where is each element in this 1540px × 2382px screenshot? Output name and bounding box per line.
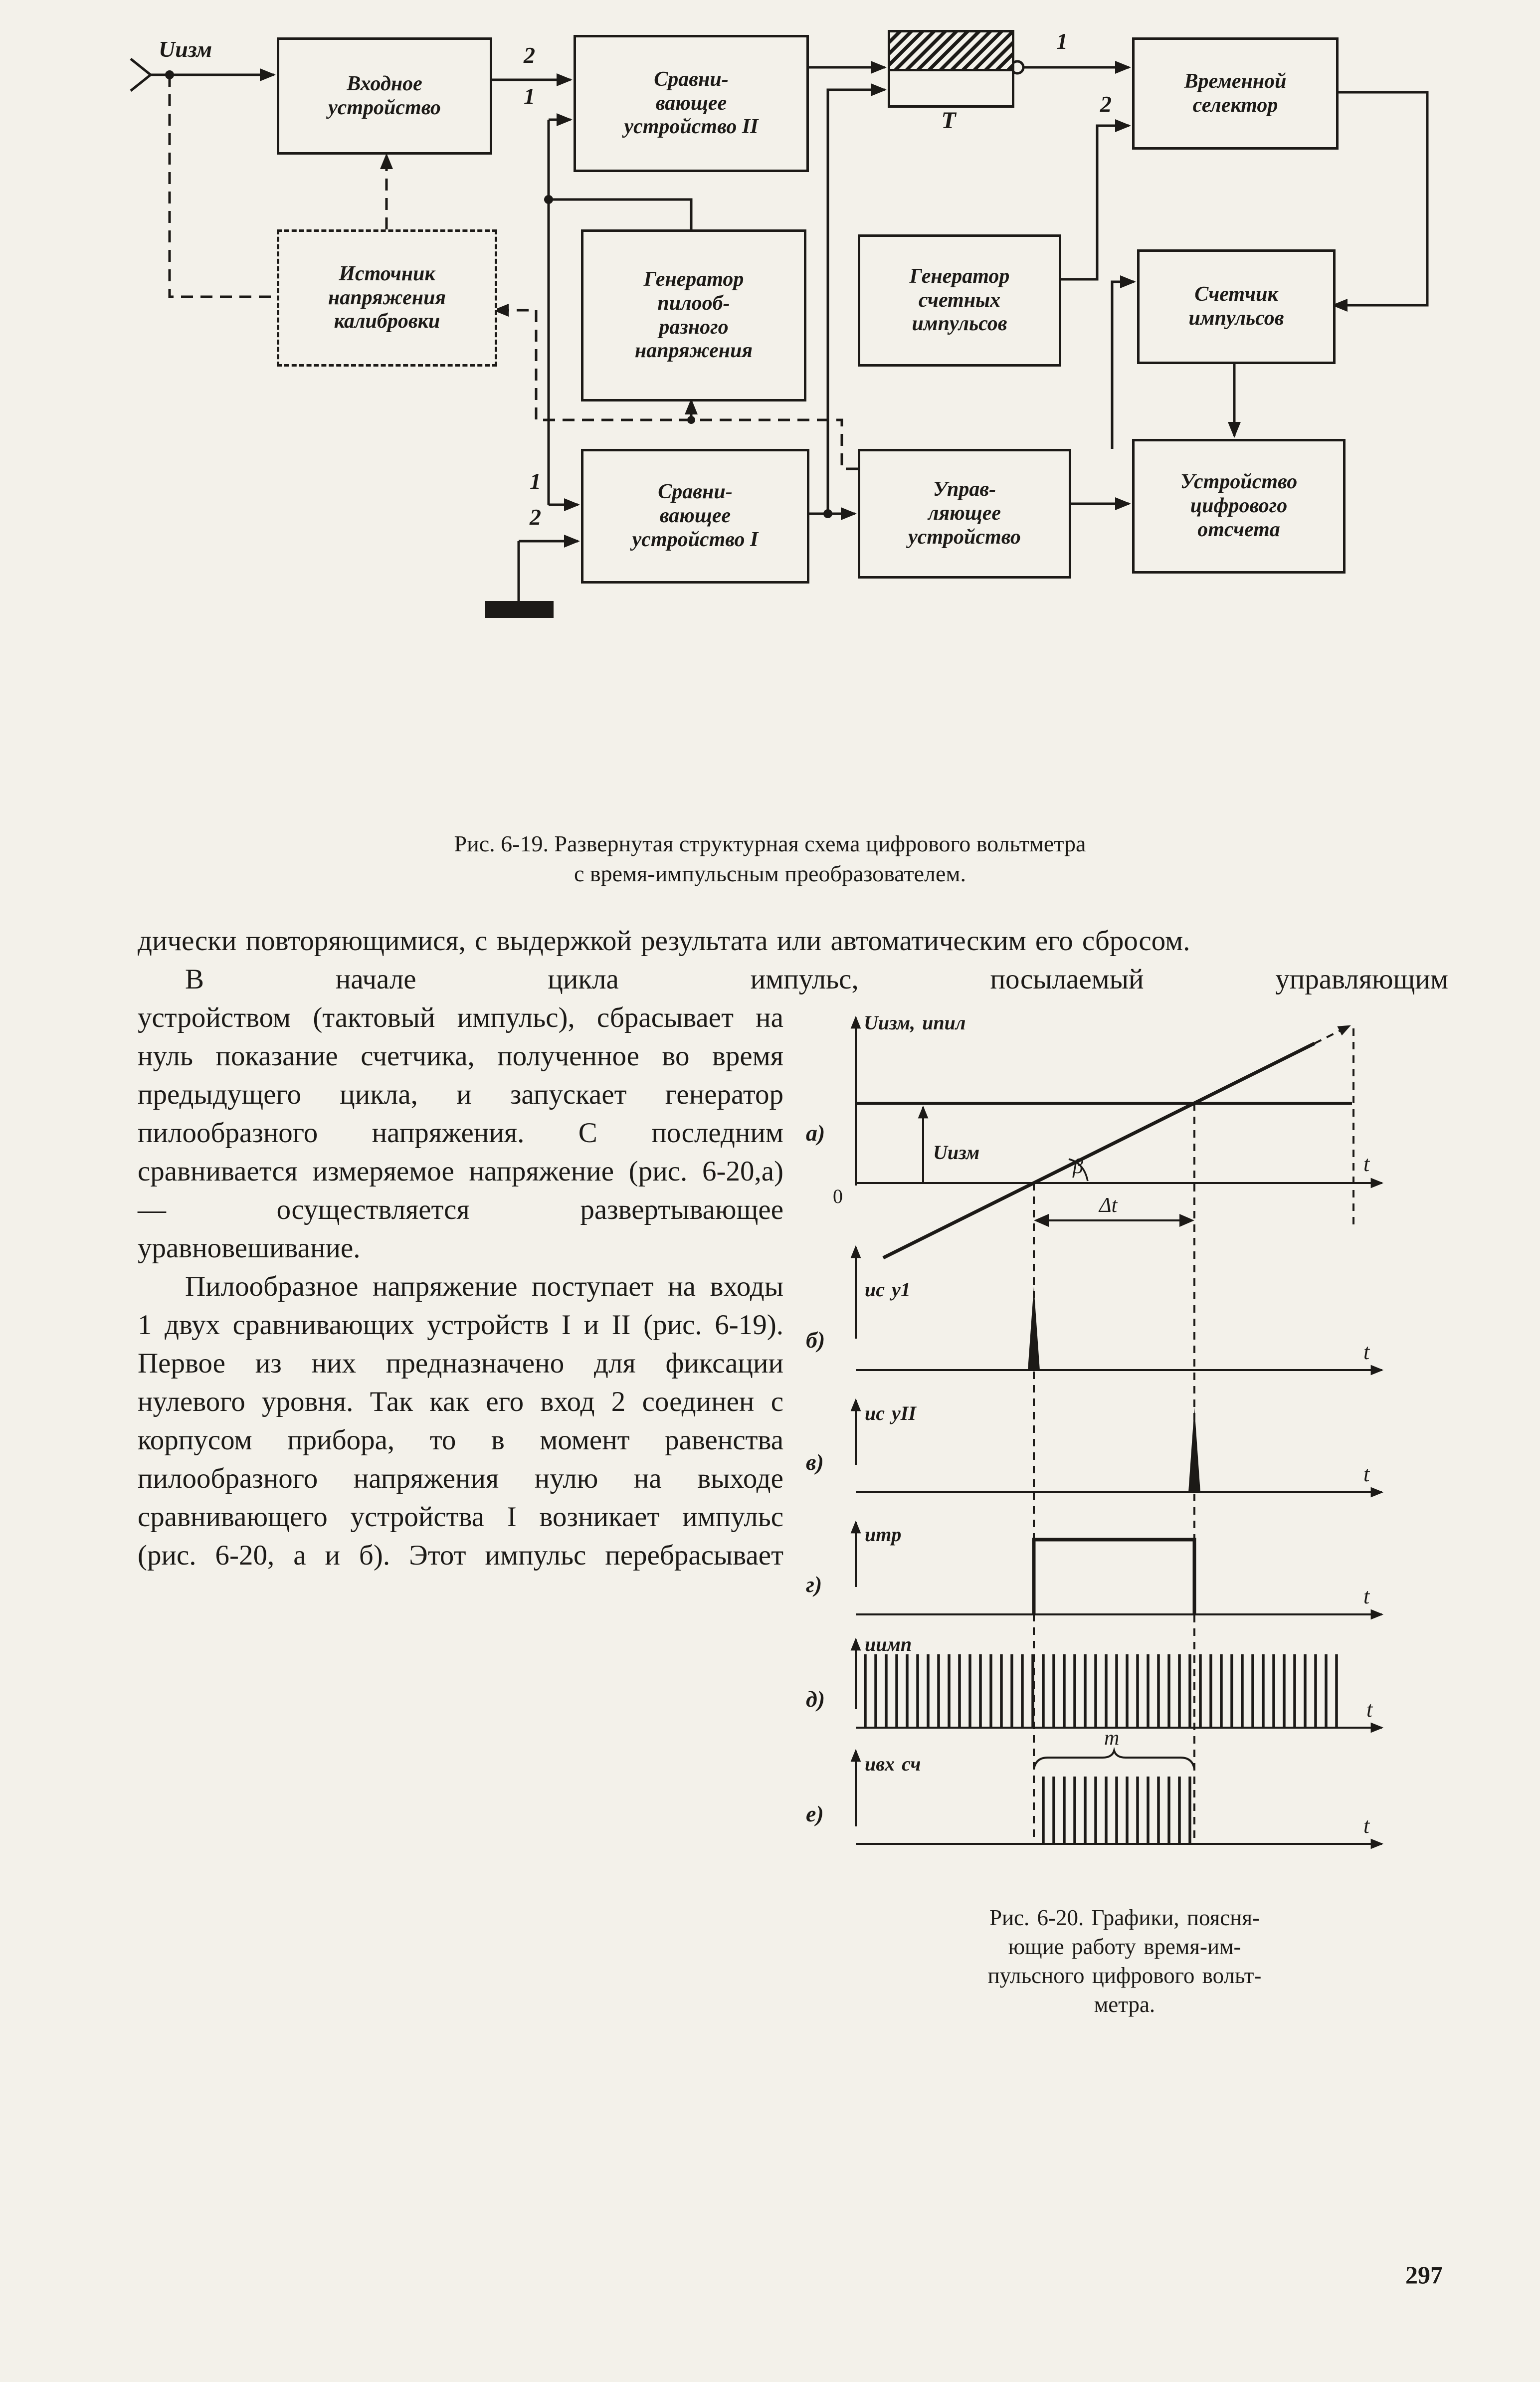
block-comparator-2: Сравни- вающее устройство II bbox=[574, 35, 809, 172]
t-label-e: t bbox=[1363, 1813, 1370, 1838]
paragraph-2-first-line: В начале цикла импульс, посылаемый управ… bbox=[185, 964, 1448, 995]
wire-label-selector-in1: 1 bbox=[1056, 28, 1068, 54]
figure-6-20-waveforms: Uизм, uпил а) 0 Uизм β Δt t uс у1 б) t u… bbox=[806, 1011, 1384, 1849]
t-label-v: t bbox=[1363, 1462, 1370, 1486]
row-label-d: д) bbox=[806, 1686, 825, 1712]
brace-icon bbox=[1033, 1747, 1195, 1770]
figure-6-19-caption: Рис. 6-19. Развернутая структурная схема… bbox=[454, 831, 1086, 886]
row-label-b: б) bbox=[806, 1327, 825, 1353]
body-text: дически повторяющимися, с выдержкой резу… bbox=[138, 922, 1448, 2019]
t-label-a: t bbox=[1363, 1152, 1370, 1176]
wire-label-comp2-in2: 2 bbox=[524, 42, 535, 68]
row-label-e: е) bbox=[806, 1801, 824, 1826]
signal-label-d: uимп bbox=[865, 1633, 912, 1655]
beta-label: β bbox=[1072, 1155, 1083, 1178]
m-label: m bbox=[1104, 1727, 1119, 1750]
signal-label-g: uтр bbox=[865, 1523, 901, 1546]
block-control-device: Управ- ляющее устройство bbox=[858, 449, 1071, 579]
block-time-selector: Временной селектор bbox=[1132, 37, 1339, 150]
pulse-train-gated bbox=[1039, 1777, 1192, 1844]
wire-label-comp1-in2: 2 bbox=[530, 504, 541, 530]
hatch-pattern bbox=[890, 32, 1012, 71]
paragraph-3: Пилообразное напряжение поступает на вхо… bbox=[138, 1271, 783, 1571]
wire-label-comp1-in1: 1 bbox=[530, 468, 541, 494]
paragraph-continuation: дически повторяющимися, с выдержкой резу… bbox=[138, 925, 1190, 957]
signal-label-b: uс у1 bbox=[865, 1278, 911, 1301]
row-label-a: а) bbox=[806, 1120, 825, 1146]
axis-title: Uизм, uпил bbox=[864, 1011, 965, 1034]
u-level-label: Uизм bbox=[933, 1141, 979, 1164]
signal-label-e: uвх сч bbox=[865, 1753, 921, 1775]
t-label-b: t bbox=[1363, 1340, 1370, 1364]
page-number: 297 bbox=[1405, 2261, 1443, 2289]
zero-label: 0 bbox=[833, 1185, 843, 1207]
signal-source-icon bbox=[130, 58, 153, 92]
text-column: устройством (тактовый импульс), сбрасыва… bbox=[138, 998, 783, 2019]
wire-label-comp2-in1: 1 bbox=[524, 83, 535, 109]
t-label-g: t bbox=[1363, 1584, 1370, 1608]
input-signal-label: Uизм bbox=[159, 36, 212, 62]
figure-6-20: Uизм, uпил а) 0 Uизм β Δt t uс у1 б) t u… bbox=[801, 998, 1448, 2019]
row-label-v: в) bbox=[806, 1449, 824, 1475]
block-trigger bbox=[888, 30, 1014, 108]
figure-6-20-caption: Рис. 6-20. Графики, поясня- ющие работу … bbox=[987, 1905, 1262, 2017]
figure-6-19-block-diagram: Входное устройство Сравни- вающее устрой… bbox=[0, 0, 1540, 648]
block-comparator-1: Сравни- вающее устройство I bbox=[581, 449, 809, 584]
block-sawtooth-generator: Генератор пилооб- разного напряжения bbox=[581, 229, 806, 401]
t-label-d: t bbox=[1366, 1697, 1373, 1722]
block-diagram-wires bbox=[130, 58, 1429, 618]
row-label-g: г) bbox=[806, 1572, 822, 1597]
trigger-label: Т bbox=[941, 107, 956, 134]
block-input-device: Входное устройство bbox=[277, 37, 492, 155]
ground-icon bbox=[485, 601, 554, 618]
block-calibration-source: Источник напряжения калибровки bbox=[277, 229, 497, 367]
block-digital-readout: Устройство цифрового отсчета bbox=[1132, 439, 1346, 574]
pulse-train-full bbox=[864, 1654, 1339, 1728]
paragraph-2-continued: устройством (тактовый импульс), сбрасыва… bbox=[138, 1002, 783, 1264]
block-counting-pulse-generator: Генератор счетных импульсов bbox=[858, 234, 1061, 367]
delta-t-label: Δt bbox=[1098, 1194, 1118, 1217]
block-pulse-counter: Счетчик импульсов bbox=[1137, 249, 1336, 364]
wire-label-selector-in2: 2 bbox=[1100, 91, 1112, 117]
signal-label-v: uс уII bbox=[865, 1402, 917, 1424]
